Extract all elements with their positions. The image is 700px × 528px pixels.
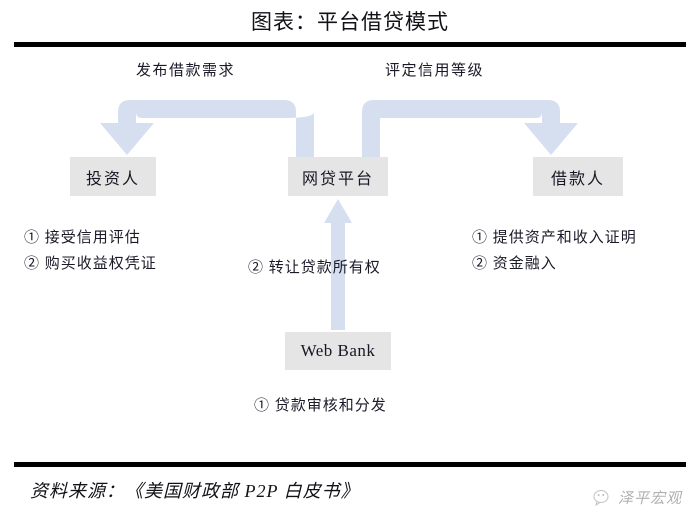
node-webbank[interactable]: Web Bank [285,332,391,370]
node-borrower-label: 借款人 [550,170,605,188]
list-item: ② 资金融入 [472,256,557,272]
flow-label-platform-to-borrower: 评定信用等级 [385,63,485,79]
borrower-notes: ① 提供资产和收入证明 ② 资金融入 [472,225,637,277]
list-item: ① 接受信用评估 [24,230,141,246]
list-item: ② 购买收益权凭证 [24,256,157,272]
wechat-icon [593,489,609,506]
node-borrower[interactable]: 借款人 [533,157,623,196]
flow-arrows [100,100,578,330]
source-divider [14,462,686,467]
node-webbank-label: Web Bank [300,341,376,360]
diagram-canvas: 投资人 网贷平台 借款人 Web Bank 发布借款需求 评定信用等级 ① 接受… [0,47,700,462]
list-item: ① 提供资产和收入证明 [472,230,637,246]
flow-label-platform-to-investor: 发布借款需求 [136,63,236,79]
webbank-note: ① 贷款审核和分发 [254,398,387,414]
watermark: 泽平宏观 [593,487,682,508]
investor-notes: ① 接受信用评估 ② 购买收益权凭证 [24,225,157,277]
node-investor[interactable]: 投资人 [70,157,156,196]
arrow-platform-to-borrower [362,100,578,159]
source-note: 资料来源：《美国财政部 P2P 白皮书》 [30,481,360,501]
arrow-platform-to-investor [100,100,314,159]
page-title: 图表：平台借贷模式 [251,10,449,34]
watermark-text: 泽平宏观 [617,491,682,507]
flow-label-webbank-to-platform: ② 转让贷款所有权 [248,260,381,276]
arrow-webbank-to-platform [324,199,352,330]
node-platform[interactable]: 网贷平台 [288,157,388,196]
node-platform-label: 网贷平台 [301,170,374,188]
node-investor-label: 投资人 [85,170,140,188]
title-divider [14,42,686,47]
